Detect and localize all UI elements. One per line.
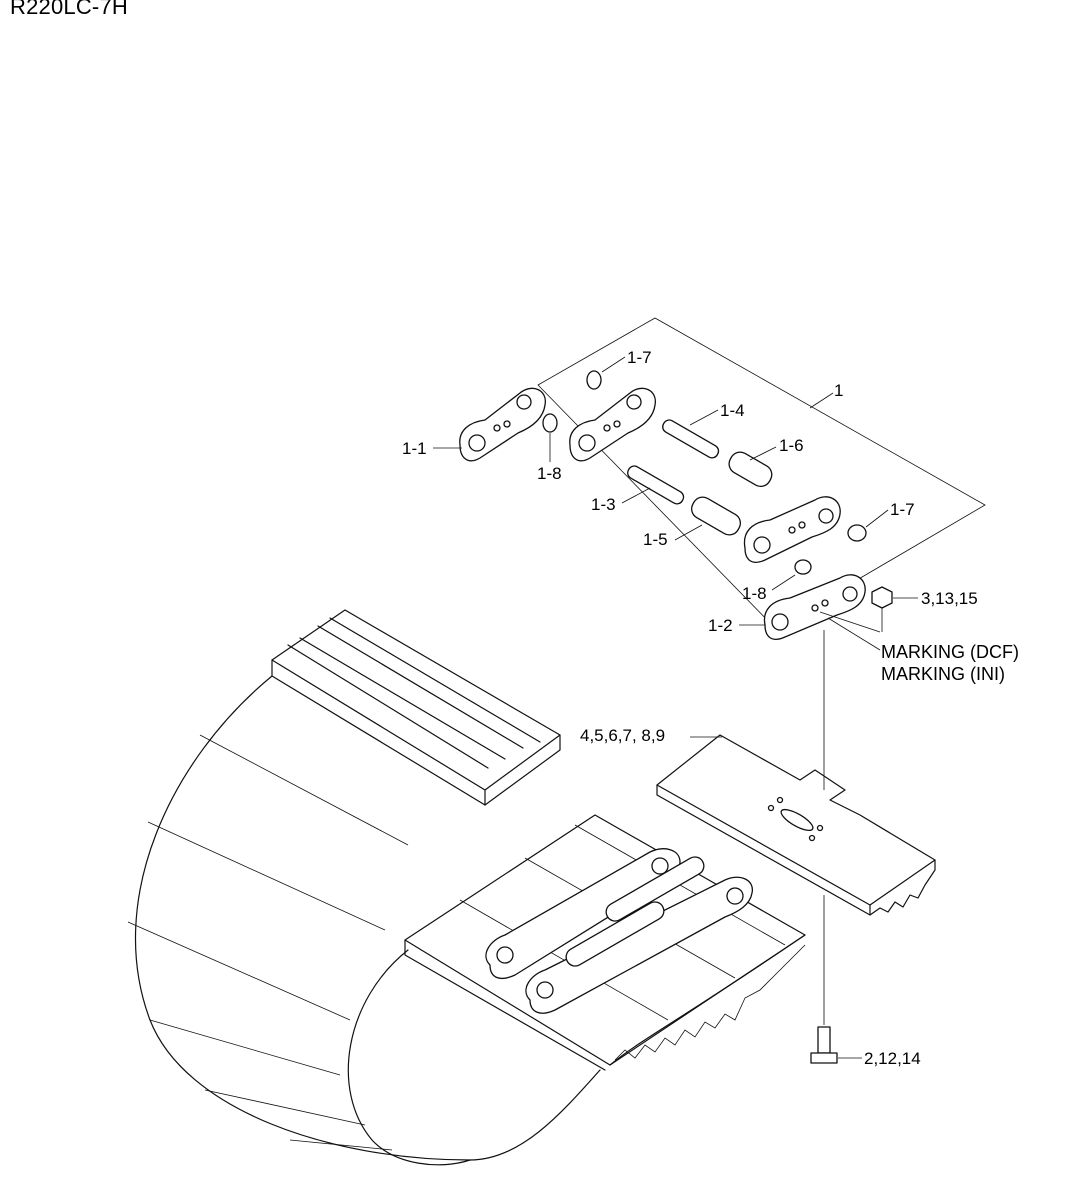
model-label: R220LC-7H (10, 0, 128, 19)
callout-1: 1 (834, 381, 843, 400)
track-shoe-plate (656, 734, 936, 916)
callout-1-1: 1-1 (402, 439, 427, 458)
pin-1-4 (662, 419, 720, 459)
track-belt (127, 609, 806, 1166)
callout-1-6: 1-6 (779, 436, 804, 455)
callout-1-2: 1-2 (708, 616, 733, 635)
callout-1-7-top: 1-7 (627, 348, 652, 367)
shoe-nut (871, 586, 893, 609)
callout-1-7-right: 1-7 (890, 500, 915, 519)
callout-1-3: 1-3 (591, 495, 616, 514)
marking-ini: MARKING (INI) (881, 664, 1005, 684)
callout-1-8-left: 1-8 (537, 464, 562, 483)
bushing-1-6 (728, 451, 773, 488)
shoe-bolt (810, 895, 838, 1064)
callout-4-9: 4,5,6,7, 8,9 (580, 726, 665, 745)
seal-1-7-top (586, 370, 602, 390)
leader-lines (433, 356, 918, 1059)
seal-1-7-right (847, 524, 867, 542)
bushing-1-5 (690, 496, 742, 536)
pin-1-3 (627, 465, 685, 505)
callout-3-13-15: 3,13,15 (921, 589, 978, 608)
marking-dcf: MARKING (DCF) (881, 642, 1019, 662)
seal-1-8-lower (794, 559, 812, 575)
callout-2-12-14: 2,12,14 (864, 1049, 921, 1068)
callout-1-5: 1-5 (643, 530, 668, 549)
chain-links (485, 848, 753, 1014)
callout-1-8-lower: 1-8 (742, 584, 767, 603)
seal-1-8-left (542, 413, 558, 433)
callout-1-4: 1-4 (720, 401, 745, 420)
